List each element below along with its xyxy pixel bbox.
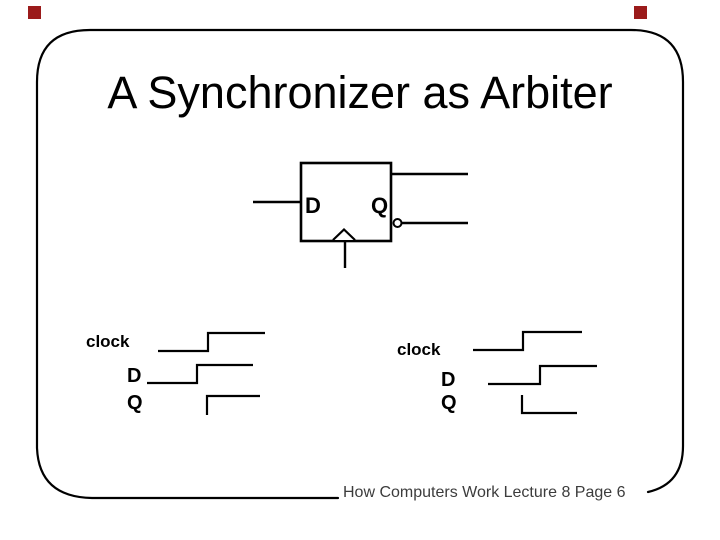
slide-border	[35, 28, 685, 500]
left-q-waveform	[205, 394, 260, 415]
right-d-waveform	[488, 364, 597, 386]
right-d-label: D	[441, 369, 456, 391]
left-clock-label: clock	[86, 332, 130, 351]
slide-title: A Synchronizer as Arbiter	[107, 67, 613, 118]
flip-flop-box	[299, 161, 393, 243]
left-d-label: D	[127, 365, 142, 387]
corner-accent-left-icon	[28, 6, 41, 19]
right-q-label: Q	[441, 392, 457, 414]
flip-flop-q-label: Q	[371, 193, 389, 218]
right-clock-waveform	[473, 330, 582, 352]
left-clock-waveform	[158, 331, 265, 353]
flip-flop-d-label: D	[305, 193, 321, 218]
footer-credit: How Computers Work Lecture 8 Page 6	[343, 484, 626, 501]
right-clock-label: clock	[397, 340, 441, 359]
corner-accent-right-icon	[634, 6, 647, 19]
inversion-bubble-icon	[392, 218, 403, 228]
left-q-label: Q	[127, 392, 143, 414]
clock-edge-triangle-icon	[332, 227, 356, 241]
left-d-waveform	[147, 363, 253, 385]
right-q-waveform	[520, 395, 577, 415]
